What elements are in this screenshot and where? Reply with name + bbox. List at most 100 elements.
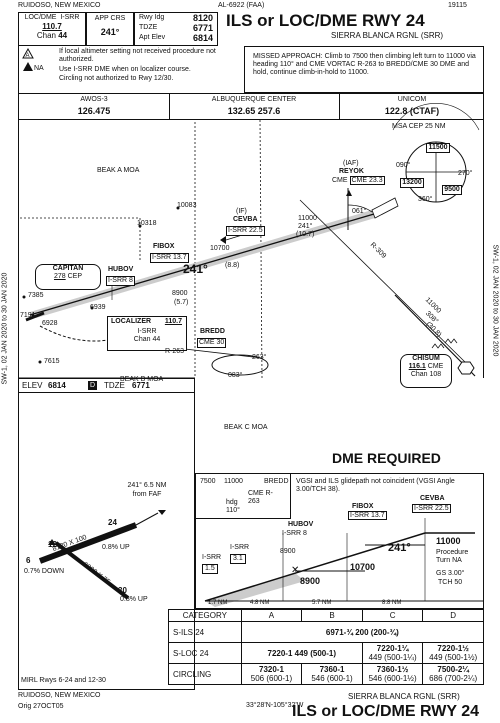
runway-12-30: [54, 541, 130, 600]
center-freq: 132.65 257.6: [227, 106, 281, 116]
side-date-left: SW-1, 02 JAN 2020 to 30 JAN 2020: [1, 272, 9, 385]
loc-box: LOC/DME I-SRR 110.7 Chan 44: [18, 12, 86, 46]
runway-number-6: 6: [26, 556, 31, 565]
profile-isrr-2-val: 3.1: [230, 554, 246, 565]
awos-freq: 126.475: [77, 106, 111, 116]
dme-required: DME REQUIRED: [332, 450, 441, 466]
ma-hdg: hdg 110°: [226, 499, 240, 515]
circ-d2: 686 (700-2¼): [429, 674, 478, 683]
radial-r309: [299, 199, 466, 363]
sils-minimums: 6971-¾ 200 (200-¾): [240, 621, 485, 643]
header-city-state: RUIDOSO, NEW MEXICO: [18, 2, 101, 9]
svg-text:✕: ✕: [291, 565, 299, 576]
final-approach-course: [29, 213, 375, 316]
spot-elev-10083: 10083: [177, 202, 197, 209]
row-label: CIRCLING: [168, 663, 242, 685]
footer-airport: SIERRA BLANCA RGNL (SRR): [348, 692, 460, 701]
spot-elev-7191: 7191: [20, 312, 36, 319]
profile-isrr-1: I-SRR: [202, 554, 222, 561]
category-label: CATEGORY: [168, 609, 242, 622]
ma-icons-box: [195, 473, 291, 519]
bredd-label: BREDD: [200, 328, 225, 335]
runway-plan-icon: [25, 311, 45, 322]
tdze-label: TDZE: [139, 24, 158, 31]
final-course-label: 241°: [183, 262, 208, 276]
footer-orig: Orig 27OCT05: [18, 703, 64, 710]
capitan-ndb-box: CAPITAN 278 CEP: [35, 264, 101, 290]
lighting-note: MIRL Rwys 6-24 and 12-30: [21, 677, 106, 684]
chisum-id: CME: [427, 363, 444, 371]
capitan-label: CAPITAN: [52, 265, 84, 272]
profile-alt-10700: 10700: [350, 562, 376, 572]
radial-r263-label: R-263: [165, 348, 185, 355]
glidepath-line: [204, 532, 426, 602]
gradient-c: 0.8% UP: [120, 596, 148, 603]
tdze-value: 6771: [192, 23, 213, 33]
table-row: S-ILS 24 6971-¾ 200 (200-¾): [168, 621, 485, 643]
header-doc-id: AL-6922 (FAA): [218, 2, 265, 9]
localizer-chan: Chan 44: [133, 336, 161, 344]
airport-tdze-label: TDZE: [104, 381, 125, 390]
profile-fibox-dme: I-SRR 13.7: [348, 511, 387, 520]
seg3-dist: (5.7): [174, 299, 189, 306]
profile-alt-8900: 8900: [300, 576, 321, 586]
course-note-1: 241° 6.5 NM: [127, 482, 167, 489]
seg3-alt: 8900: [172, 290, 188, 297]
rwy-ldg: 8120: [192, 13, 213, 23]
iaf-label: (IAF): [343, 160, 359, 167]
msa-alt-north: 11500: [426, 143, 450, 154]
profile-tch: TCH 50: [438, 579, 463, 586]
chisum-vortac-box: CHISUM 116.1 CME Chan 108: [400, 354, 452, 388]
loc-ident: I-SRR: [60, 14, 80, 21]
profile-cevba-dme: I-SRR 22.5: [412, 504, 451, 513]
elev-label: ELEV: [22, 381, 43, 390]
msa-alt-west: 13200: [400, 178, 424, 189]
chisum-vortac-icon: [457, 361, 475, 375]
profile-isrr-1-val: 1.5: [202, 564, 218, 575]
moa-label-b: BEAK B MOA: [120, 376, 164, 383]
chisum-label: CHISUM: [412, 355, 440, 362]
runway-number-30: 30: [118, 586, 127, 595]
fibox-dme: I-SRR 13.7: [150, 253, 189, 264]
gradient-a: 0.7% DOWN: [24, 568, 65, 575]
note-dme: Use I-SRR DME when on localizer course.: [59, 66, 191, 73]
sloc-c2: 449 (500-1¼): [368, 653, 417, 662]
msa-brg-270: 270°: [458, 170, 473, 177]
chisum-freq: 116.1: [408, 363, 426, 371]
fibox-label: FIBOX: [153, 243, 175, 250]
unicom-freq: 122.8 (CTAF): [384, 106, 440, 116]
footer-city-state: RUIDOSO, NEW MEXICO: [18, 692, 101, 699]
na-triangle-icon: NA: [23, 62, 44, 72]
profile-pt-note: Procedure Turn NA: [436, 549, 469, 565]
missed-approach-path: [39, 325, 109, 342]
moa-label-a: BEAK A MOA: [97, 167, 140, 174]
rwy-info-box: Rwy Idg 8120 TDZE 6771 Apt Elev 6814: [134, 12, 218, 46]
page-title: ILS or LOC/DME RWY 24: [226, 11, 425, 30]
cevba-dme: I-SRR 22.5: [226, 226, 265, 237]
side-date-right: SW-1, 02 JAN 2020 to 30 JAN 2020: [491, 244, 499, 357]
row-label: S-LOC 24: [168, 642, 242, 664]
sloc-d: 7220-1½: [437, 644, 469, 653]
footer-coords: 33°28'N-105°32'W: [246, 702, 304, 709]
msa-alt-east: 9500: [442, 185, 462, 196]
spot-elev-6939: 6939: [90, 304, 106, 311]
ma-alt: 7500: [200, 478, 216, 485]
profile-graphics: ✕: [204, 518, 484, 607]
circ-a: 7320-1: [259, 665, 284, 674]
rwy-ldg-label: Rwy Idg: [139, 14, 165, 21]
profile-8900-top: 8900: [280, 548, 296, 555]
hubov-dme: I-SRR 8: [106, 276, 135, 287]
header-chart-number: 19115: [448, 2, 467, 9]
ma-11000: 11000: [224, 478, 243, 485]
seg1-alt: 11000: [298, 215, 317, 222]
cat-d: D: [422, 609, 484, 622]
unicom-label: UNICOM: [397, 96, 427, 103]
hdg-083-label: 083°: [228, 372, 243, 379]
localizer-label: LOCALIZER: [111, 318, 152, 325]
bredd-dme: CME 30: [197, 338, 227, 349]
sloc-c: 7220-1¼: [376, 644, 409, 653]
comms-strip: AWOS-3 126.475 ALBUQUERQUE CENTER 132.65…: [18, 93, 484, 120]
circ-d: 7500-2¼: [437, 665, 469, 674]
profile-dist-2: 4.8 NM: [250, 600, 270, 606]
